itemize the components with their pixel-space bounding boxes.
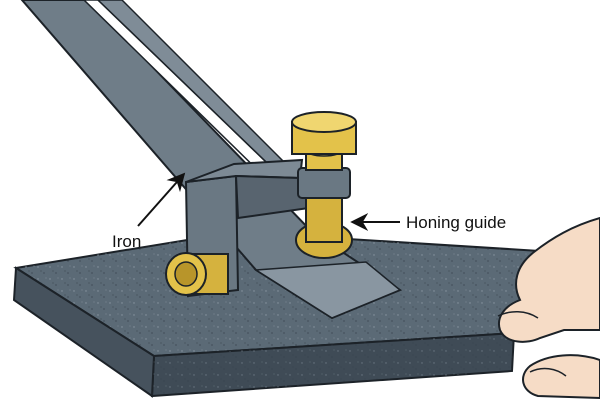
hand-fingers	[498, 216, 600, 343]
brass-roller	[165, 252, 229, 296]
sharpening-stone	[12, 230, 558, 398]
label-iron: Iron	[112, 232, 141, 251]
iron-bevel	[253, 261, 402, 319]
hand	[497, 216, 600, 400]
honing-guide	[165, 111, 357, 298]
hand-thumb	[522, 354, 600, 400]
arrow-iron	[137, 172, 186, 227]
brass-screw	[291, 111, 357, 259]
label-honing-guide: Honing guide	[406, 213, 506, 232]
